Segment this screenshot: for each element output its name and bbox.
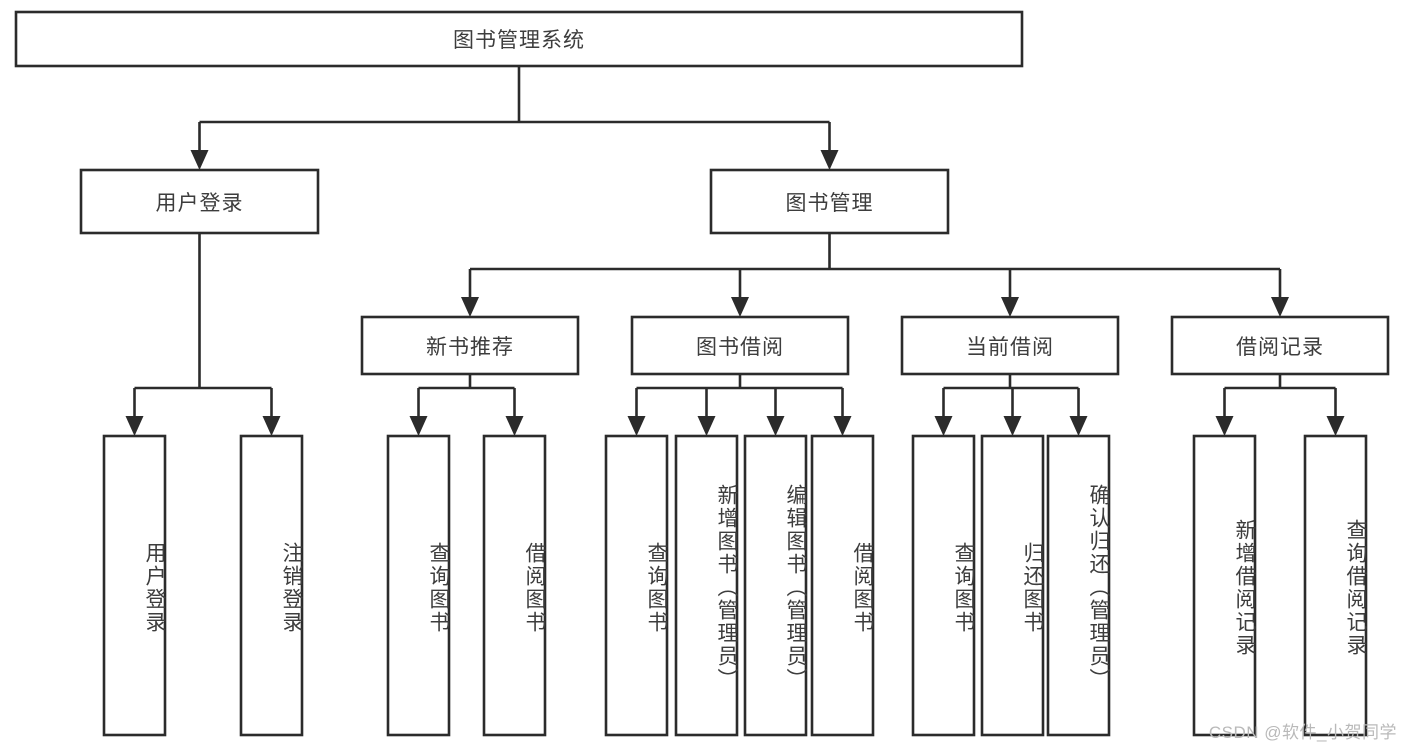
node-box-book-manage[interactable]	[709, 168, 950, 235]
node-box-leaf-user-login[interactable]	[102, 434, 167, 737]
nodes-layer	[14, 10, 1390, 737]
node-box-leaf-borrow-book-1[interactable]	[482, 434, 547, 737]
node-box-leaf-add-book[interactable]	[674, 434, 739, 737]
arrowhead-edge-bm-to-level3-0	[461, 297, 479, 317]
node-box-leaf-add-record[interactable]	[1192, 434, 1257, 737]
arrowhead-edge-br-to-leaves-0	[1215, 416, 1234, 436]
arrowhead-edge-bb-to-leaves-3	[833, 416, 852, 436]
node-box-borrow-record[interactable]	[1170, 315, 1390, 376]
arrowhead-edge-bb-to-leaves-2	[766, 416, 785, 436]
arrowhead-edge-bm-to-level3-3	[1271, 297, 1289, 317]
node-box-leaf-borrow-book-2[interactable]	[810, 434, 875, 737]
node-box-user-login[interactable]	[79, 168, 320, 235]
node-box-new-book-rec[interactable]	[360, 315, 580, 376]
arrowhead-edge-bm-to-level3-2	[1001, 297, 1019, 317]
node-box-root[interactable]	[14, 10, 1024, 68]
node-box-leaf-query-record[interactable]	[1303, 434, 1368, 737]
arrowhead-edge-nbr-to-leaves-0	[409, 416, 428, 436]
node-box-leaf-logout[interactable]	[239, 434, 304, 737]
arrowhead-edge-ul-to-leaves-1	[262, 416, 281, 436]
arrowhead-edge-nbr-to-leaves-1	[505, 416, 524, 436]
arrowhead-edge-bb-to-leaves-0	[627, 416, 646, 436]
arrowhead-edge-root-to-level2-0	[190, 150, 209, 170]
node-box-leaf-return-book[interactable]	[980, 434, 1045, 737]
arrowhead-edge-bb-to-leaves-1	[697, 416, 716, 436]
node-box-leaf-confirm-return[interactable]	[1046, 434, 1111, 737]
node-box-leaf-edit-book[interactable]	[743, 434, 808, 737]
node-box-leaf-query-book-1[interactable]	[386, 434, 451, 737]
arrowhead-edge-cb-to-leaves-1	[1003, 416, 1022, 436]
arrowhead-edge-root-to-level2-1	[820, 150, 839, 170]
arrowhead-edge-cb-to-leaves-2	[1069, 416, 1088, 436]
edges-layer	[125, 66, 1345, 436]
node-box-leaf-query-book-3[interactable]	[911, 434, 976, 737]
arrowhead-edge-bm-to-level3-1	[731, 297, 749, 317]
node-box-current-borrow[interactable]	[900, 315, 1120, 376]
arrowhead-edge-br-to-leaves-1	[1326, 416, 1345, 436]
arrowhead-edge-cb-to-leaves-0	[934, 416, 953, 436]
node-box-leaf-query-book-2[interactable]	[604, 434, 669, 737]
arrowhead-edge-ul-to-leaves-0	[125, 416, 144, 436]
node-box-book-borrow[interactable]	[630, 315, 850, 376]
